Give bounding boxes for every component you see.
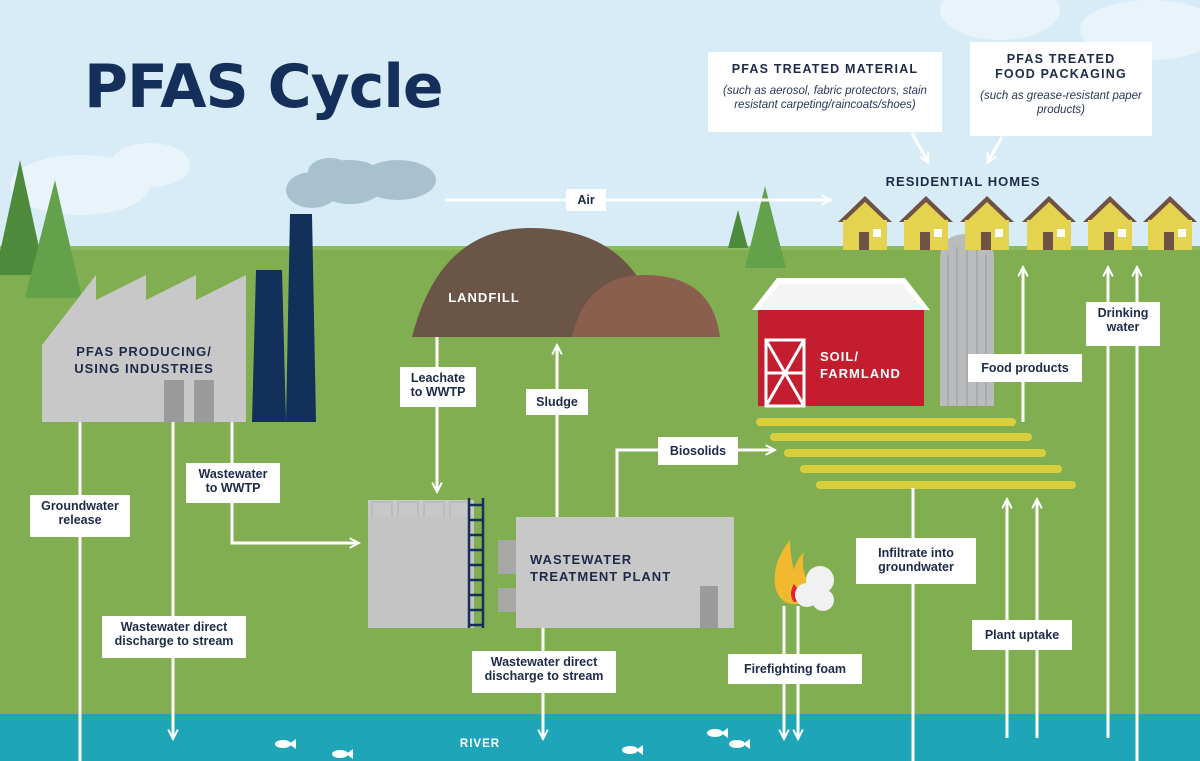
fish-icon	[622, 745, 643, 755]
leachate-label: Leachate to WWTP	[400, 367, 476, 407]
firefighting-foam-label: Firefighting foam	[728, 654, 862, 684]
fish-icon	[332, 749, 353, 759]
ww-direct-wwtp-label-2: discharge to stream	[484, 669, 604, 683]
infiltrate-label-2: groundwater	[878, 560, 954, 574]
house-icon	[1143, 196, 1197, 250]
infiltrate-label-1: Infiltrate into	[878, 546, 954, 560]
food-packaging-box: PFAS TREATED FOOD PACKAGING (such as gre…	[970, 42, 1152, 136]
plant-uptake-label: Plant uptake	[972, 620, 1072, 650]
industries-label: PFAS PRODUCING/ USING INDUSTRIES	[58, 343, 230, 377]
page-title: PFAS Cycle	[84, 52, 444, 122]
treated-material-detail: (such as aerosol, fabric protectors, sta…	[723, 85, 927, 111]
wwtp-label: WASTEWATER TREATMENT PLANT	[530, 551, 690, 585]
barn-icon	[752, 278, 930, 408]
ww-direct-industry-label: Wastewater direct discharge to stream	[102, 616, 246, 658]
food-packaging-detail: (such as grease-resistant paper products…	[980, 90, 1142, 116]
farm-label: SOIL/ FARMLAND	[820, 348, 920, 382]
ladder-icon	[467, 498, 485, 628]
ww-direct-wwtp-label-1: Wastewater direct	[490, 655, 598, 669]
groundwater-label-2: release	[58, 513, 102, 527]
foam-icon	[795, 566, 834, 611]
sludge-label: Sludge	[526, 389, 588, 415]
ww-direct-industry-label-2: discharge to stream	[114, 634, 234, 648]
crop-rows	[756, 418, 1076, 489]
wwtp-label-2: TREATMENT PLANT	[530, 569, 672, 584]
groundwater-label-1: Groundwater	[41, 499, 119, 513]
house-icon	[1022, 196, 1076, 250]
biosolids-label: Biosolids	[658, 437, 738, 465]
drinking-water-label: Drinking water	[1086, 302, 1160, 346]
fish-group	[275, 728, 750, 759]
air-label: Air	[566, 189, 606, 211]
leachate-label-2: to WWTP	[410, 385, 466, 399]
infiltrate-label: Infiltrate into groundwater	[856, 538, 976, 584]
treated-material-heading: PFAS TREATED MATERIAL	[731, 62, 919, 76]
fish-icon	[707, 728, 728, 738]
ww-to-wwtp-label: Wastewater to WWTP	[186, 463, 280, 503]
treated-material-box: PFAS TREATED MATERIAL (such as aerosol, …	[708, 52, 942, 132]
arrow-treated-material	[910, 132, 928, 162]
wwtp-building	[368, 500, 734, 628]
factory-building	[42, 275, 246, 422]
drinking-water-label-2: water	[1106, 320, 1140, 334]
smoke-icon	[286, 158, 436, 208]
fish-icon	[729, 739, 750, 749]
house-icon	[960, 196, 1014, 250]
river-water	[0, 714, 1200, 761]
ww-direct-wwtp-label: Wastewater direct discharge to stream	[472, 651, 616, 693]
clouds	[10, 0, 1200, 215]
food-packaging-heading-2: FOOD PACKAGING	[995, 67, 1127, 81]
food-products-label: Food products	[968, 354, 1082, 382]
industries-label-1: PFAS PRODUCING/	[76, 344, 212, 359]
river-label: RIVER	[459, 738, 501, 750]
industries-label-2: USING INDUSTRIES	[74, 361, 214, 376]
house-icon	[1083, 196, 1137, 250]
residential-homes-label: RESIDENTIAL HOMES	[885, 174, 1041, 189]
ww-to-wwtp-label-1: Wastewater	[198, 467, 268, 481]
landfill-mound	[412, 228, 720, 337]
arrow-ww-to-wwtp	[230, 422, 358, 543]
leachate-label-1: Leachate	[410, 371, 466, 385]
houses	[838, 196, 1197, 250]
drinking-water-label-1: Drinking	[1097, 306, 1149, 320]
food-packaging-heading-1: PFAS TREATED	[1006, 52, 1116, 66]
smokestack-icon	[252, 214, 316, 422]
farm-label-2: FARMLAND	[820, 366, 901, 381]
wwtp-label-1: WASTEWATER	[530, 552, 633, 567]
ww-to-wwtp-label-2: to WWTP	[205, 481, 261, 495]
landfill-label: LANDFILL	[448, 290, 520, 305]
fish-icon	[275, 739, 296, 749]
tree-icon	[0, 160, 786, 298]
farm-label-1: SOIL/	[820, 349, 859, 364]
groundwater-label: Groundwater release	[30, 495, 130, 537]
ww-direct-industry-label-1: Wastewater direct	[120, 620, 228, 634]
house-icon	[838, 196, 892, 250]
house-icon	[899, 196, 953, 250]
arrow-food-packaging	[988, 136, 1004, 162]
